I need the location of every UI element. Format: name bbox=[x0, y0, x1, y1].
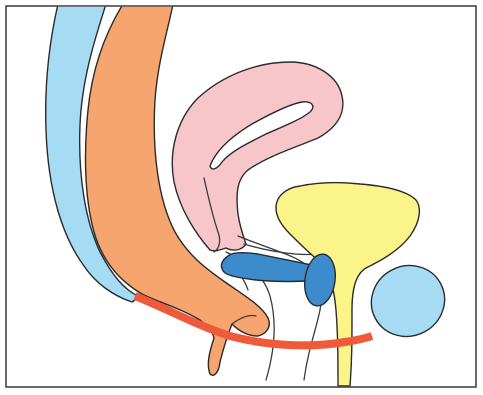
diagram-canvas bbox=[0, 0, 483, 395]
anatomy-diagram bbox=[0, 0, 483, 395]
